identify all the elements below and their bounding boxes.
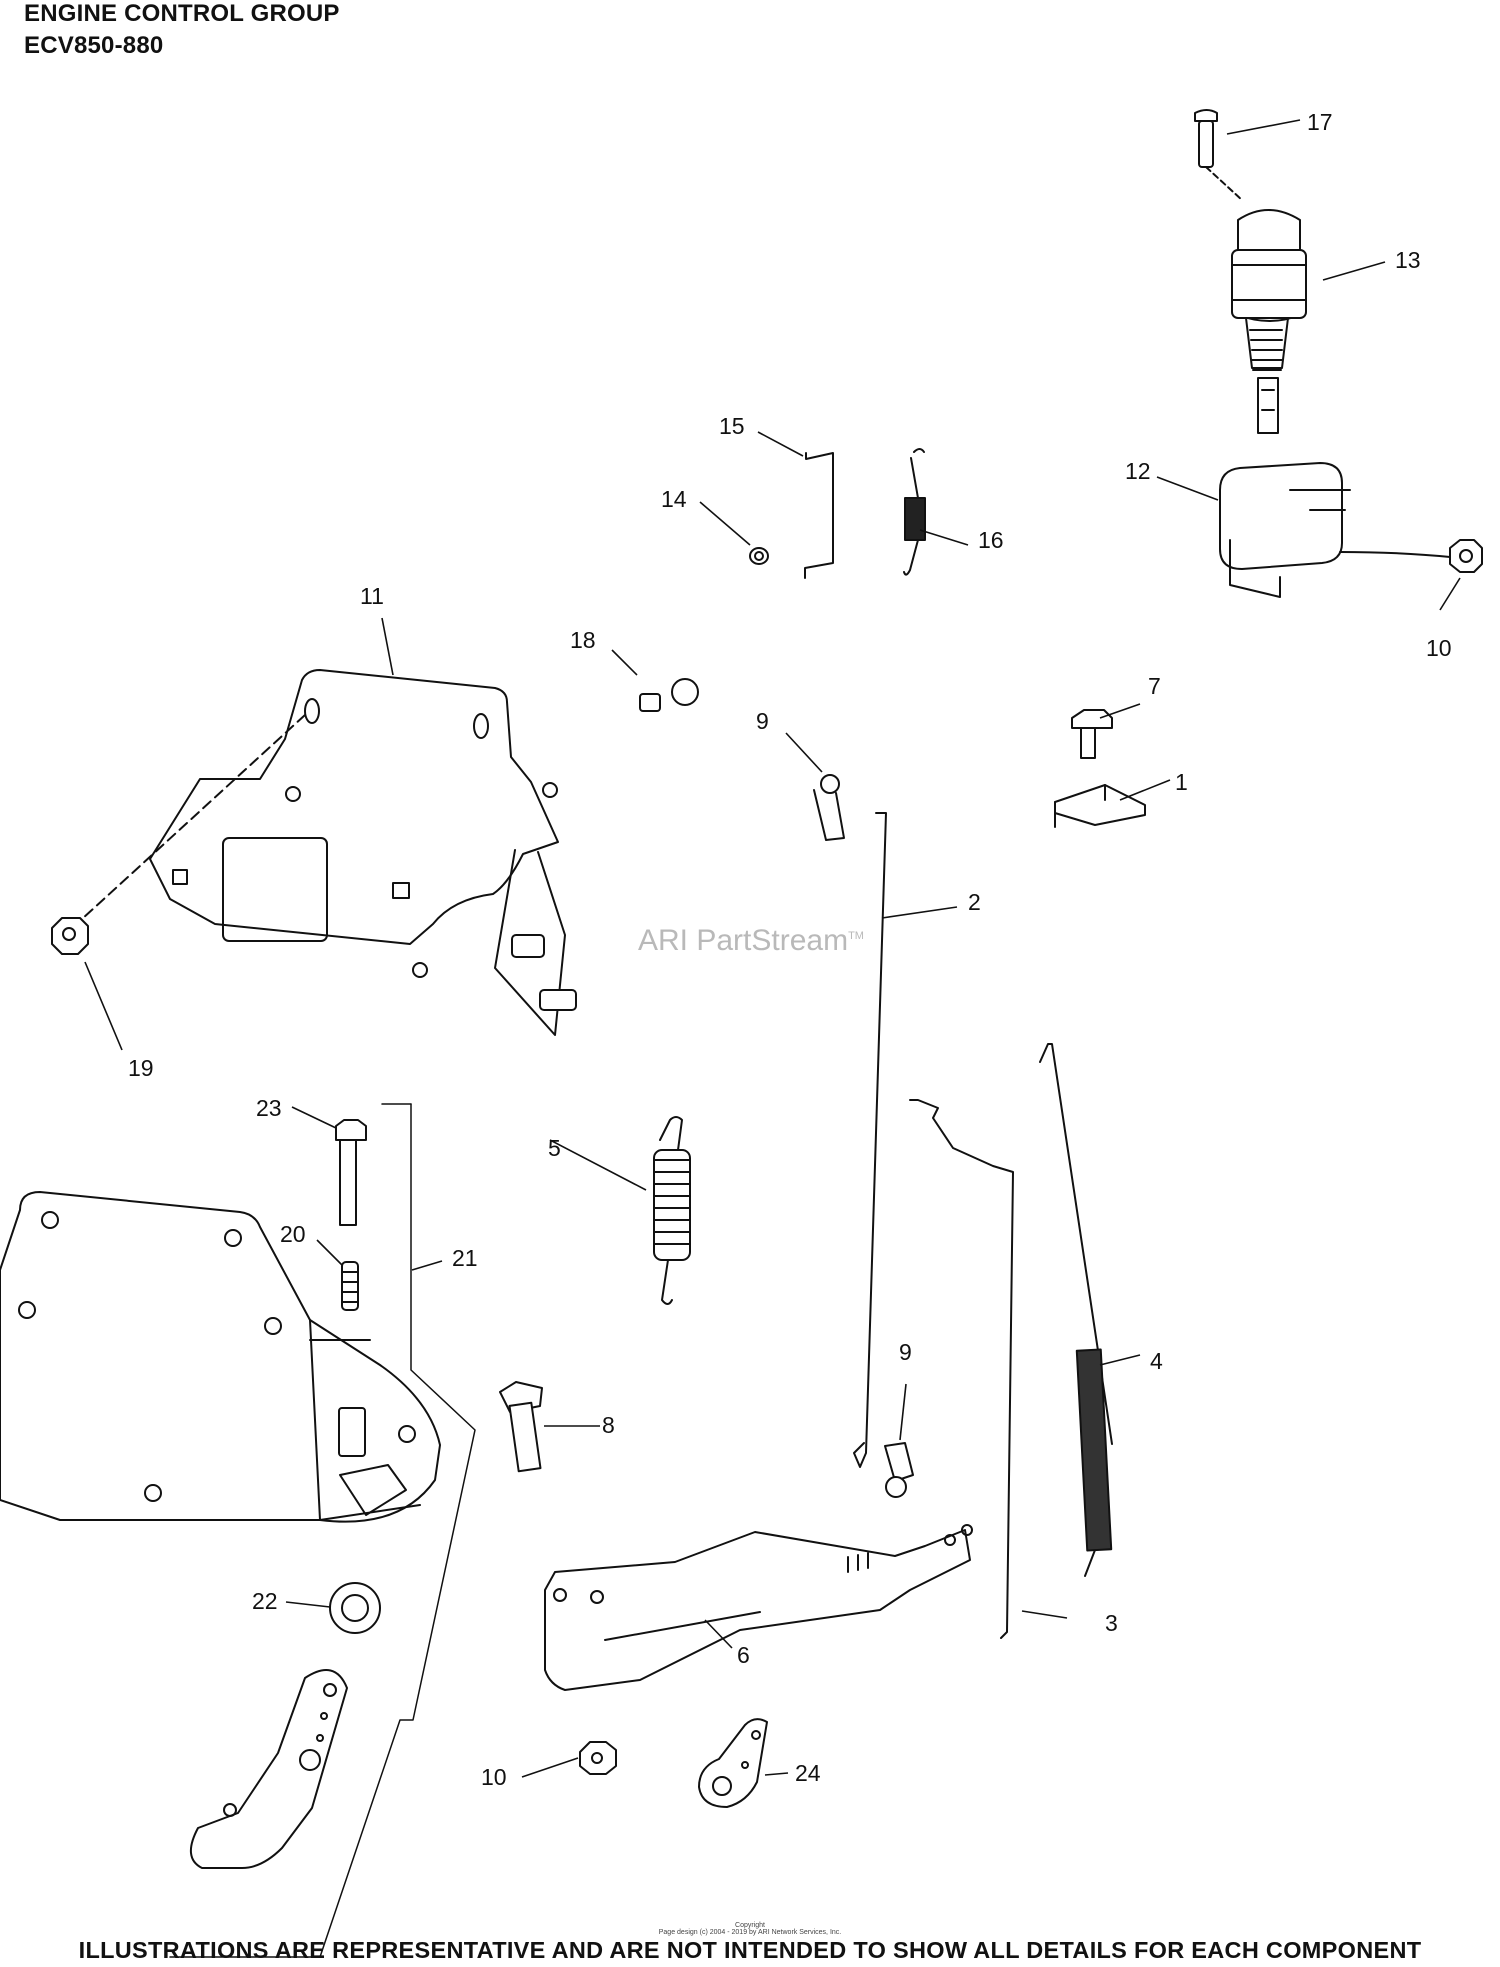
part-6-lever — [544, 1524, 973, 1691]
part-16-spring — [903, 448, 926, 576]
part-5-spring — [653, 1116, 691, 1305]
callout-9-upper: 9 — [756, 708, 769, 734]
part-12-bracket — [1219, 462, 1451, 598]
callout-19: 19 — [128, 1055, 154, 1081]
callout-20: 20 — [280, 1221, 306, 1247]
callout-5: 5 — [548, 1135, 561, 1161]
disclaimer: ILLUSTRATIONS ARE REPRESENTATIVE AND ARE… — [78, 1937, 1422, 1963]
part-18-bushing — [639, 678, 699, 712]
callout-21: 21 — [452, 1245, 478, 1271]
part-8-bolt — [499, 1381, 543, 1473]
part-21-bracket-outline — [169, 1103, 476, 1958]
callout-10-lower: 10 — [481, 1764, 507, 1790]
part-7-bolt — [1071, 709, 1113, 759]
callout-1: 1 — [1175, 769, 1188, 795]
callout-8: 8 — [602, 1412, 615, 1438]
callout-10-right: 10 — [1426, 635, 1452, 661]
callout-13: 13 — [1395, 247, 1421, 273]
callout-18: 18 — [570, 627, 596, 653]
part-19-bolt — [51, 917, 89, 955]
callout-6: 6 — [737, 1642, 750, 1668]
part-10-nut-lower — [579, 1741, 617, 1775]
part-21-plate — [0, 1191, 441, 1523]
callout-23: 23 — [256, 1095, 282, 1121]
callout-16: 16 — [978, 527, 1004, 553]
copyright-text: Page design (c) 2004 - 2019 by ARI Netwo… — [658, 1929, 842, 1936]
part-1-clip — [1054, 784, 1146, 828]
watermark: ARI PartStreamTM — [638, 924, 864, 957]
callout-15: 15 — [719, 413, 745, 439]
callout-7: 7 — [1148, 673, 1161, 699]
callout-numbers: 1 2 3 4 5 6 7 8 9 9 10 10 10 11 12 13 14… — [128, 109, 1452, 1790]
part-15-rod — [804, 452, 834, 579]
model-number: ECV850-880 — [24, 32, 164, 59]
callout-11: 11 — [360, 583, 384, 609]
part-13-actuator — [1231, 209, 1307, 434]
callout-22: 22 — [252, 1588, 278, 1614]
callout-9-lower: 9 — [899, 1339, 912, 1365]
callout-14: 14 — [661, 486, 687, 512]
diagram-title: ENGINE CONTROL GROUP — [24, 0, 340, 27]
callout-17: 17 — [1307, 109, 1333, 135]
part-10-nut-upper — [1449, 539, 1483, 573]
part-14-clip — [749, 547, 769, 565]
part-20-spring — [341, 1261, 359, 1311]
part-23-bolt — [335, 1119, 367, 1226]
callout-3: 3 — [1105, 1610, 1118, 1636]
callout-12: 12 — [1125, 458, 1151, 484]
part-17-pin — [1194, 109, 1243, 201]
part-4-spring-rod — [1039, 1043, 1113, 1577]
arm-lower-left — [190, 1669, 348, 1869]
leader-lines — [84, 119, 1461, 1778]
callout-24: 24 — [795, 1760, 821, 1786]
callout-4: 4 — [1150, 1348, 1163, 1374]
copyright-label: Copyright — [735, 1922, 765, 1929]
part-2-rod — [853, 812, 887, 1468]
part-3-rod — [909, 1099, 1014, 1639]
part-9-link-lower — [884, 1442, 914, 1498]
callout-2: 2 — [968, 889, 981, 915]
part-9-link-upper — [813, 774, 845, 841]
part-11-plate — [69, 669, 577, 1036]
part-24-lever — [698, 1718, 768, 1808]
part-22-washer — [329, 1582, 381, 1634]
